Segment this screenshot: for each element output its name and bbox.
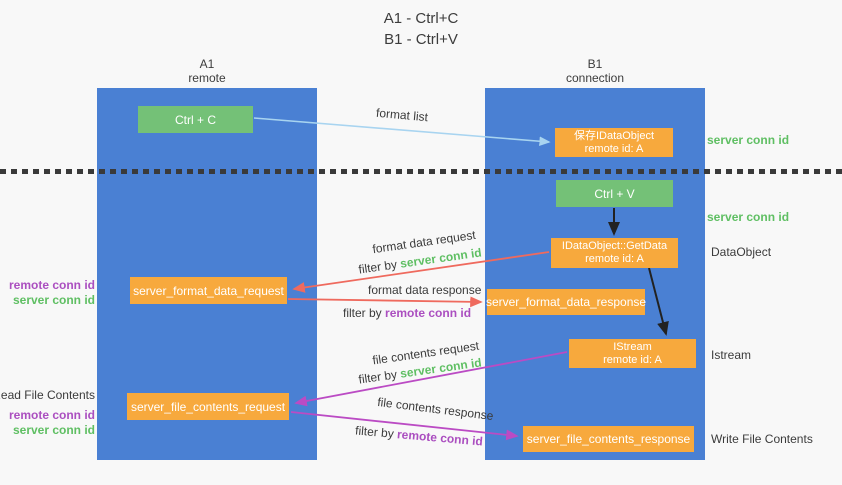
filter-by-text: filter by xyxy=(357,367,398,387)
ctrl-v-box: Ctrl + V xyxy=(556,180,673,207)
format-data-response-label: format data response xyxy=(368,283,482,297)
lane-a1-subtitle: remote xyxy=(188,71,226,85)
server-conn-id-annotation-4: server conn id xyxy=(12,423,95,437)
lane-header-b1: B1 connection xyxy=(485,57,705,85)
server-format-data-response-box: server_format_data_response xyxy=(485,289,647,315)
save-idataobject-line2: remote id: A xyxy=(584,142,644,155)
conn-id-annotation-group-1: remote conn id server conn id xyxy=(0,278,95,308)
dashed-separator xyxy=(0,169,842,174)
lane-b1-subtitle: connection xyxy=(565,71,625,85)
server-conn-id-annotation-2: server conn id xyxy=(707,210,790,224)
remote-conn-id-text: remote conn id xyxy=(396,427,484,449)
server-conn-id-annotation-1: server conn id xyxy=(707,133,790,147)
lane-b1-name: B1 xyxy=(587,57,603,71)
filter-by-text: filter by xyxy=(354,423,395,441)
lane-header-a1: A1 remote xyxy=(97,57,317,85)
istream-box: IStream remote id: A xyxy=(569,339,696,368)
dataobject-annotation: DataObject xyxy=(711,245,772,259)
istream-annotation: Istream xyxy=(711,348,752,362)
remote-conn-id-annotation-2: remote conn id xyxy=(8,408,95,422)
lane-a1-name: A1 xyxy=(199,57,215,71)
filter-by-text: filter by xyxy=(357,257,398,277)
getdata-line1: IDataObject::GetData xyxy=(561,240,668,252)
title-line-1: A1 - Ctrl+C xyxy=(383,10,459,27)
server-file-contents-request-label: server_file_contents_request xyxy=(130,399,286,414)
getdata-line2: remote id: A xyxy=(585,253,644,265)
istream-line1: IStream xyxy=(613,340,652,353)
server-conn-id-annotation-3: server conn id xyxy=(12,293,95,307)
ctrl-c-label: Ctrl + C xyxy=(174,112,216,127)
server-format-data-response-label: server_format_data_response xyxy=(485,295,647,309)
filter-by-remote-conn-id-label-1: filter by remote conn id xyxy=(343,306,471,320)
remote-conn-id-text: remote conn id xyxy=(385,306,472,320)
save-idataobject-line1: 保存IDataObject xyxy=(573,129,655,142)
server-file-contents-response-label: server_file_contents_response xyxy=(526,432,691,446)
file-contents-response-label: file contents response xyxy=(376,394,495,424)
conn-id-annotation-group-2: remote conn id server conn id xyxy=(0,408,95,438)
server-file-contents-response-box: server_file_contents_response xyxy=(523,426,694,452)
server-format-data-request-box: server_format_data_request xyxy=(130,277,287,304)
remote-conn-id-annotation-1: remote conn id xyxy=(8,278,95,292)
getdata-box: IDataObject::GetData remote id: A xyxy=(551,238,678,268)
filter-by-remote-conn-id-label-2: filter by remote conn id xyxy=(355,423,484,448)
filter-by-text: filter by xyxy=(343,306,382,320)
title-line-2: B1 - Ctrl+V xyxy=(384,31,458,48)
server-format-data-request-label: server_format_data_request xyxy=(133,283,284,298)
write-file-contents-annotation: Write File Contents xyxy=(711,432,813,446)
save-idataobject-box: 保存IDataObject remote id: A xyxy=(555,128,673,157)
server-file-contents-request-box: server_file_contents_request xyxy=(127,393,289,420)
diagram-title: A1 - Ctrl+C B1 - Ctrl+V xyxy=(0,8,842,50)
ctrl-v-label: Ctrl + V xyxy=(594,186,635,201)
istream-line2: remote id: A xyxy=(603,353,662,366)
format-list-label: format list xyxy=(375,105,429,125)
ctrl-c-box: Ctrl + C xyxy=(138,106,253,133)
read-file-contents-annotation: Read File Contents xyxy=(0,388,95,402)
